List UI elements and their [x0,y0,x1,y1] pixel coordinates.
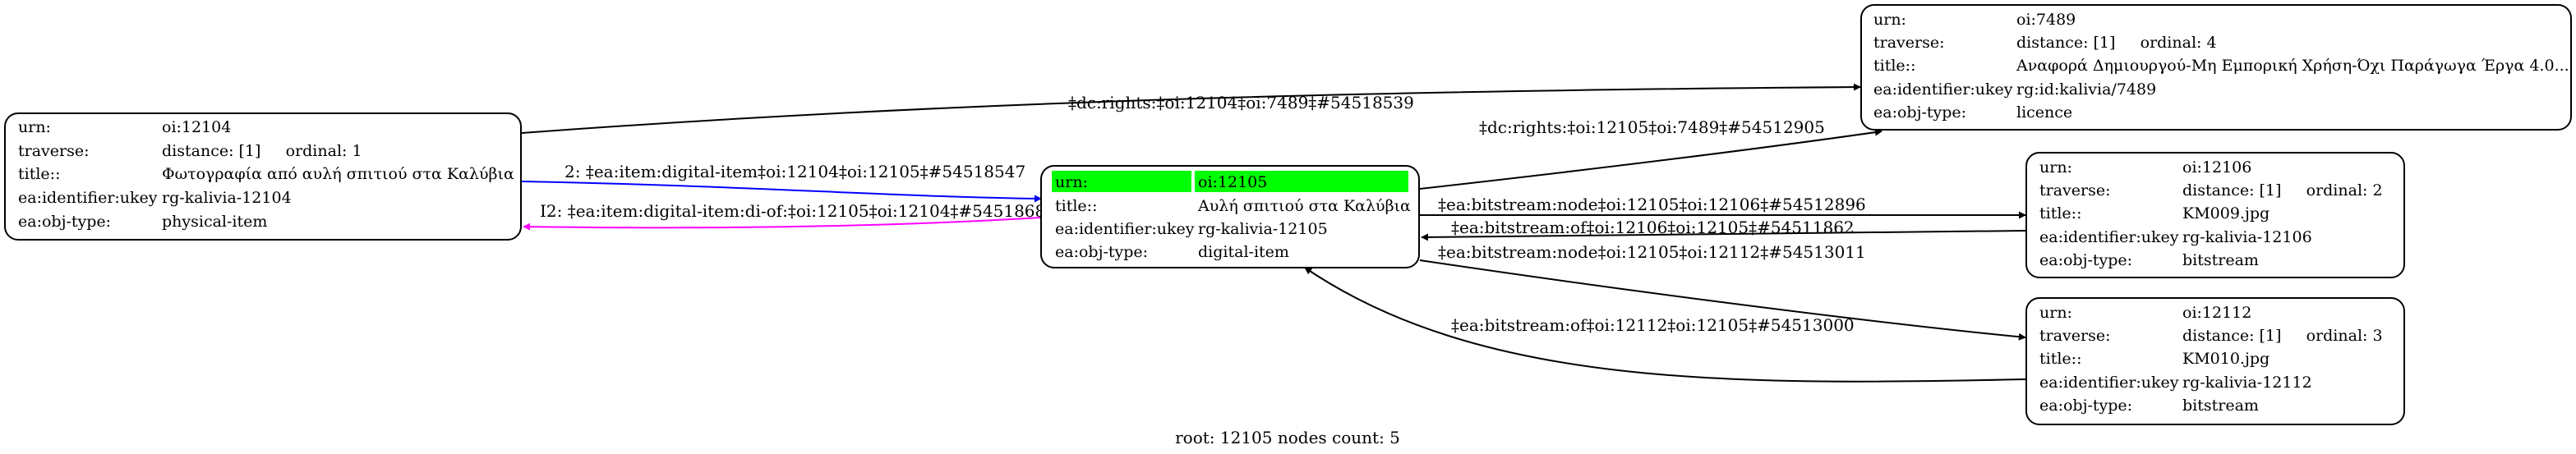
node-12106-val-1: distance: [1] ordinal: 2 [2182,181,2383,199]
node-12104-val-0: oi:12104 [162,118,231,136]
node-12106-val-4: bitstream [2182,251,2259,269]
node-12106-key-3: ea:identifier:ukey [2039,228,2179,246]
edge-digital-item-of: I2: ‡ea:item:digital-item:di-of:‡oi:1210… [523,201,1056,231]
node-12106-key-0: urn: [2039,158,2072,177]
node-12105-val-2: rg-kalivia-12105 [1198,220,1328,238]
node-12112-key-3: ea:identifier:ukey [2039,374,2179,392]
node-12112-key-1: traverse: [2039,327,2111,345]
node-12112[interactable]: urn: oi:12112 traverse: distance: [1] or… [2025,297,2405,425]
node-12105-val-1: Αυλή σπιτιού στα Καλύβια [1197,197,1411,215]
node-12105-key-2: ea:identifier:ukey [1055,220,1195,238]
node-7489-key-2: title:: [1873,57,1915,75]
node-12112-key-4: ea:obj-type: [2039,397,2132,415]
node-12104-key-4: ea:obj-type: [18,213,111,231]
edge-bitstream-of-12112: ‡ea:bitstream:of‡oi:12112‡oi:12105‡#5451… [1304,267,2026,383]
node-12112-val-2: KM010.jpg [2182,350,2270,368]
node-7489-val-0: oi:7489 [2016,11,2076,29]
node-12104-val-1: distance: [1] ordinal: 1 [162,142,362,160]
edge-rights-12105: ‡dc:rights:‡oi:12105‡oi:7489‡#54512905 [1419,117,1882,190]
edge-bitstream-node-12106: ‡ea:bitstream:node‡oi:12105‡oi:12106‡#54… [1420,195,2026,219]
node-7489-val-1: distance: [1] ordinal: 4 [2016,34,2217,52]
node-7489-key-1: traverse: [1873,34,1945,52]
edge-label-bitstream-of-12112: ‡ea:bitstream:of‡oi:12112‡oi:12105‡#5451… [1451,315,1855,335]
node-12112-val-3: rg-kalivia-12112 [2182,374,2312,392]
root-highlight-key [1052,171,1191,192]
node-12104-val-2: Φωτογραφία από αυλή σπιτιού στα Καλύβια [162,165,514,183]
node-12105-root[interactable]: urn: oi:12105 title:: Αυλή σπιτιού στα Κ… [1040,165,1420,268]
edge-bitstream-of-12106: ‡ea:bitstream:of‡oi:12106‡oi:12105‡#5451… [1421,218,2026,241]
node-12106[interactable]: urn: oi:12106 traverse: distance: [1] or… [2025,152,2405,278]
edge-label-digital-item: 2: ‡ea:item:digital-item‡oi:12104‡oi:121… [565,162,1025,181]
node-12105-key-0: urn: [1055,173,1088,191]
root-highlight-value [1195,171,1408,192]
node-12112-key-0: urn: [2039,304,2072,322]
node-12104-key-1: traverse: [18,142,90,160]
edge-label-digital-item-of: I2: ‡ea:item:digital-item:di-of:‡oi:1210… [540,201,1056,221]
node-12104-val-3: rg-kalivia-12104 [162,189,292,207]
edge-rights-12104: ‡dc:rights:‡oi:12104‡oi:7489‡#54518539 [521,83,1861,134]
node-7489-key-4: ea:obj-type: [1873,103,1966,122]
edge-label-bitstream-node-12106: ‡ea:bitstream:node‡oi:12105‡oi:12106‡#54… [1438,195,1866,214]
edge-label-rights-12104: ‡dc:rights:‡oi:12104‡oi:7489‡#54518539 [1068,93,1414,112]
node-12105-key-3: ea:obj-type: [1055,243,1148,261]
edge-label-rights-12105: ‡dc:rights:‡oi:12105‡oi:7489‡#54512905 [1479,117,1825,137]
node-12105-key-1: title:: [1055,197,1097,215]
node-7489-key-0: urn: [1873,11,1906,29]
node-12106-val-3: rg-kalivia-12106 [2182,228,2312,246]
node-12105-val-0: oi:12105 [1198,173,1267,191]
edge-label-bitstream-node-12112: ‡ea:bitstream:node‡oi:12105‡oi:12112‡#54… [1438,242,1866,262]
graph-footer: root: 12105 nodes count: 5 [1175,428,1400,447]
node-12112-val-0: oi:12112 [2182,304,2251,322]
node-12106-val-2: KM009.jpg [2182,204,2270,222]
node-12105-val-3: digital-item [1198,243,1289,261]
node-12106-key-1: traverse: [2039,181,2111,199]
node-12104-key-3: ea:identifier:ukey [18,189,158,207]
node-12106-key-2: title:: [2039,204,2081,222]
edge-bitstream-node-12112: ‡ea:bitstream:node‡oi:12105‡oi:12112‡#54… [1419,242,2026,341]
node-7489-val-4: licence [2016,103,2072,122]
node-7489-key-3: ea:identifier:ukey [1873,80,2013,99]
node-12112-key-2: title:: [2039,350,2081,368]
node-7489-val-3: rg:id:kalivia/7489 [2016,80,2156,99]
edge-digital-item: 2: ‡ea:item:digital-item‡oi:12104‡oi:121… [521,162,1042,203]
node-12106-val-0: oi:12106 [2182,158,2251,177]
node-12104-val-4: physical-item [162,213,267,231]
node-12112-val-1: distance: [1] ordinal: 3 [2182,327,2383,345]
node-12104[interactable]: urn: oi:12104 traverse: distance: [1] or… [4,112,522,241]
node-7489[interactable]: urn: oi:7489 traverse: distance: [1] ord… [1860,4,2572,131]
node-7489-val-2: Αναφορά Δημιουργού-Μη Εμπορική Χρήση-Όχι… [2016,57,2569,75]
node-12104-key-2: title:: [18,165,60,183]
node-12112-val-4: bitstream [2182,397,2259,415]
node-12106-key-4: ea:obj-type: [2039,251,2132,269]
node-12104-key-0: urn: [18,118,51,136]
edge-label-bitstream-of-12106: ‡ea:bitstream:of‡oi:12106‡oi:12105‡#5451… [1451,218,1855,237]
